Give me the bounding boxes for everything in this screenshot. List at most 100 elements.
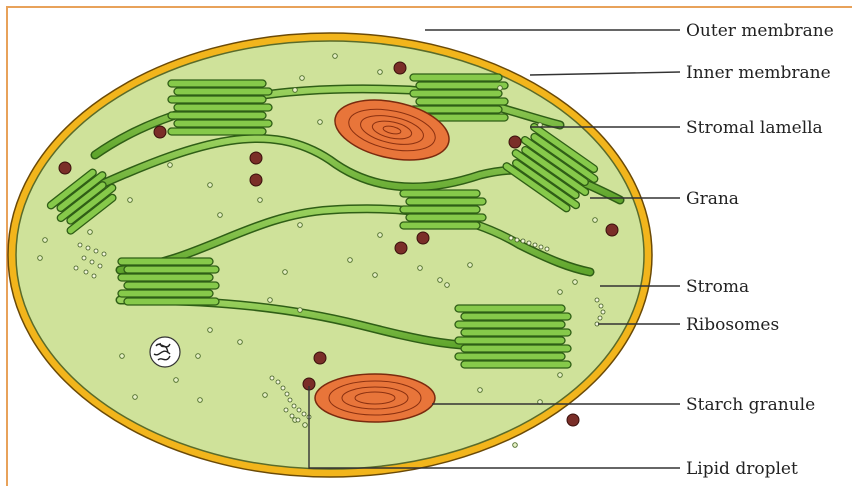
granum-7 xyxy=(455,305,571,368)
thylakoid-disc xyxy=(124,298,219,305)
thylakoid-disc xyxy=(410,74,502,81)
ribosome xyxy=(598,316,602,320)
lipid-droplet-dot xyxy=(606,224,618,236)
stroma-vesicle xyxy=(268,298,273,303)
starch-granule-bottom xyxy=(315,374,435,422)
nucleoid xyxy=(150,337,180,367)
ribosome xyxy=(94,249,98,253)
ribosome xyxy=(296,418,300,422)
thylakoid-disc xyxy=(455,321,565,328)
thylakoid-disc xyxy=(168,96,266,103)
thylakoid-disc xyxy=(461,345,571,352)
ribosome xyxy=(102,252,106,256)
label-stroma: Stroma xyxy=(686,277,749,297)
ribosome xyxy=(284,408,288,412)
stroma-vesicle xyxy=(498,86,503,91)
thylakoid-disc xyxy=(174,88,272,95)
stroma-vesicle xyxy=(168,163,173,168)
ribosome xyxy=(288,398,292,402)
lipid-droplet-dot xyxy=(567,414,579,426)
ribosome xyxy=(281,386,285,390)
ribosome xyxy=(515,238,519,242)
ribosome xyxy=(545,247,549,251)
stroma-vesicle xyxy=(348,258,353,263)
ribosome xyxy=(98,264,102,268)
label-lipid-droplet: Lipid droplet xyxy=(686,459,798,479)
ribosome xyxy=(84,270,88,274)
thylakoid-disc xyxy=(174,120,272,127)
ribosome xyxy=(74,266,78,270)
stroma-vesicle xyxy=(196,354,201,359)
stroma-vesicle xyxy=(438,278,443,283)
ribosome xyxy=(533,243,537,247)
granum-1 xyxy=(168,80,272,135)
ribosome xyxy=(297,408,301,412)
ribosome xyxy=(302,412,306,416)
ribosome xyxy=(595,298,599,302)
ribosome xyxy=(276,380,280,384)
lipid-droplet-dot xyxy=(417,232,429,244)
lipid-droplet-dot xyxy=(394,62,406,74)
ribosome xyxy=(527,241,531,245)
thylakoid-disc xyxy=(400,190,480,197)
stroma-vesicle xyxy=(174,378,179,383)
label-outer-membrane: Outer membrane xyxy=(686,21,834,41)
stroma-vesicle xyxy=(298,308,303,313)
ribosome xyxy=(78,243,82,247)
stroma-vesicle xyxy=(298,223,303,228)
lipid-droplet-dot xyxy=(59,162,71,174)
thylakoid-disc xyxy=(168,80,266,87)
ribosome xyxy=(86,246,90,250)
stroma-vesicle xyxy=(43,238,48,243)
thylakoid-disc xyxy=(461,329,571,336)
stroma-vesicle xyxy=(208,183,213,188)
ribosome xyxy=(539,245,543,249)
stroma-vesicle xyxy=(373,273,378,278)
thylakoid-disc xyxy=(168,112,266,119)
stroma-vesicle xyxy=(283,270,288,275)
stroma-vesicle xyxy=(558,290,563,295)
label-stromal-lamella: Stromal lamella xyxy=(686,118,823,138)
thylakoid-disc xyxy=(461,361,571,368)
ribosome xyxy=(290,414,294,418)
stroma-vesicle xyxy=(303,423,308,428)
thylakoid-disc xyxy=(455,305,565,312)
thylakoid-disc xyxy=(168,128,266,135)
granum-5 xyxy=(400,190,486,229)
thylakoid-disc xyxy=(455,353,565,360)
ribosome xyxy=(90,260,94,264)
stroma-vesicle xyxy=(263,393,268,398)
granum-6 xyxy=(118,258,219,305)
stroma-vesicle xyxy=(300,76,305,81)
ribosome xyxy=(601,310,605,314)
ribosome xyxy=(92,274,96,278)
thylakoid-disc xyxy=(406,198,486,205)
thylakoid-disc xyxy=(118,274,213,281)
stroma-vesicle xyxy=(293,88,298,93)
thylakoid-disc xyxy=(124,282,219,289)
thylakoid-disc xyxy=(410,90,502,97)
thylakoid-disc xyxy=(406,214,486,221)
lipid-droplet-dot xyxy=(395,242,407,254)
ribosome xyxy=(270,376,274,380)
stroma-vesicle xyxy=(378,233,383,238)
label-grana: Grana xyxy=(686,189,739,209)
stroma-vesicle xyxy=(558,373,563,378)
stroma-vesicle xyxy=(513,443,518,448)
lipid-droplet-dot xyxy=(250,152,262,164)
stroma-vesicle xyxy=(218,213,223,218)
thylakoid-disc xyxy=(461,313,571,320)
thylakoid-disc xyxy=(416,82,508,89)
stroma-vesicle xyxy=(378,70,383,75)
stroma-vesicle xyxy=(133,395,138,400)
thylakoid-disc xyxy=(455,337,565,344)
label-ribosomes: Ribosomes xyxy=(686,315,779,335)
stroma-vesicle xyxy=(198,398,203,403)
lipid-droplet-dot xyxy=(314,352,326,364)
stroma-vesicle xyxy=(128,198,133,203)
stroma-vesicle xyxy=(88,230,93,235)
stroma-vesicle xyxy=(318,120,323,125)
ribosome xyxy=(509,236,513,240)
thylakoid-disc xyxy=(400,222,480,229)
